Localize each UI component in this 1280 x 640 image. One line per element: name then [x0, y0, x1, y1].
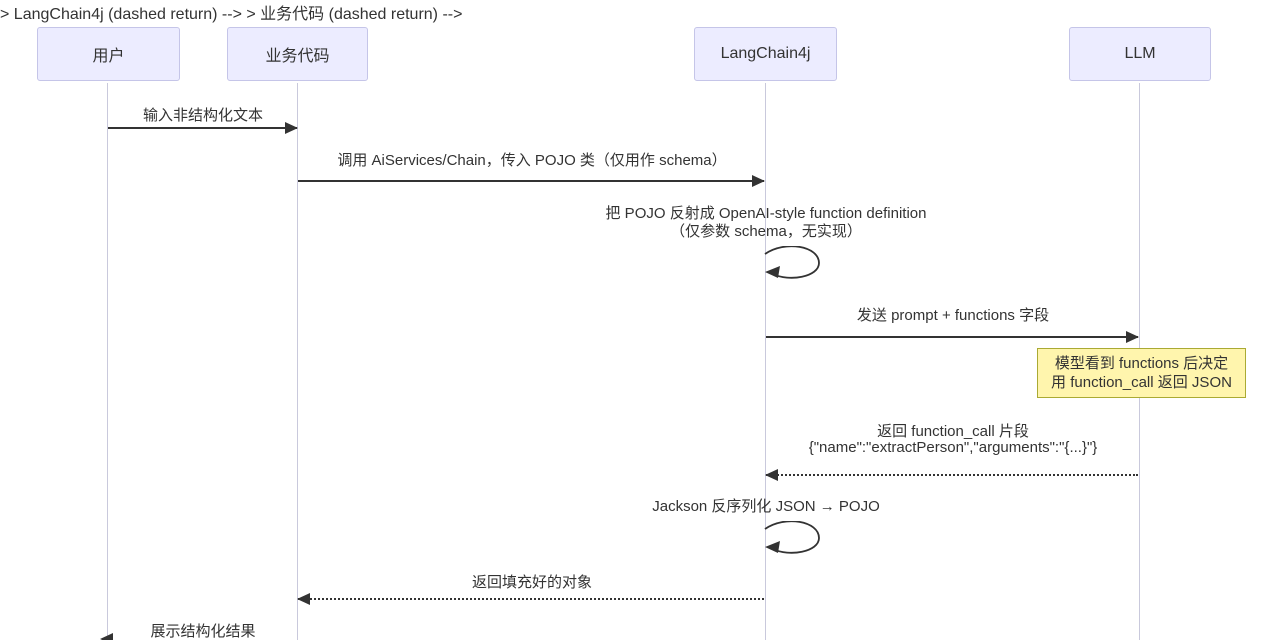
message-3-label-line1: 把 POJO 反射成 OpenAI-style function definit…: [605, 205, 927, 222]
actor-user-label: 用户: [92, 48, 125, 65]
arrowhead-right-icon: [1126, 331, 1139, 343]
message-2-label: 调用 AiServices/Chain，传入 POJO 类（仅用作 schema…: [337, 152, 727, 169]
lifeline-langchain4j: [765, 83, 766, 640]
lifeline-user: [107, 83, 108, 640]
message-5-label-line2: {"name":"extractPerson","arguments":"{..…: [808, 439, 1098, 456]
arrowhead-left-icon: [100, 633, 113, 640]
self-loop-arrow: [764, 521, 820, 554]
message-6-label: Jackson 反序列化 JSON → POJO: [652, 498, 880, 515]
message-4-label: 发送 prompt + functions 字段: [856, 307, 1050, 324]
message-8-label: 展示结构化结果: [150, 623, 256, 640]
self-loop-arrow: [764, 246, 820, 279]
actor-user: 用户: [37, 27, 180, 81]
arrowhead-right-icon: [752, 175, 765, 187]
message-7-arrow: [297, 593, 764, 605]
arrowhead-left-icon: [765, 469, 778, 481]
actor-business-code-label: 业务代码: [265, 48, 330, 65]
message-7-label: 返回填充好的对象: [471, 574, 593, 591]
message-4-arrow: [766, 331, 1139, 343]
note-llm-function-call: 模型看到 functions 后决定 用 function_call 返回 JS…: [1037, 348, 1246, 398]
lifeline-business-code: [297, 83, 298, 640]
message-2-arrow: [298, 175, 765, 187]
actor-llm: LLM: [1069, 27, 1211, 81]
actor-business-code: 业务代码: [227, 27, 368, 81]
note-line1: 模型看到 functions 后决定: [1054, 355, 1229, 372]
message-3-label-line2: （仅参数 schema，无实现）: [670, 223, 862, 240]
arrowhead-left-icon: [297, 593, 310, 605]
actor-langchain4j-label: LangChain4j: [720, 45, 811, 62]
message-1-label: 输入非结构化文本: [142, 107, 264, 124]
message-5-label-line1: 返回 function_call 片段: [877, 423, 1029, 440]
actor-llm-label: LLM: [1124, 45, 1156, 62]
note-line2: 用 function_call 返回 JSON: [1051, 374, 1232, 391]
message-1-arrow: [108, 122, 298, 134]
arrowhead-right-icon: [285, 122, 298, 134]
actor-langchain4j: LangChain4j: [694, 27, 837, 81]
message-5-arrow: [765, 469, 1138, 481]
